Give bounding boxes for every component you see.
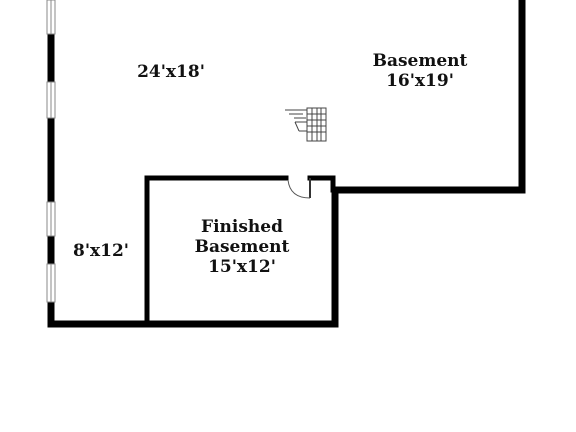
room-finished-basement-name-line2: Basement [195, 237, 290, 257]
room-basement-dimensions: 16'x19' [386, 71, 454, 91]
stairs-icon [285, 107, 327, 142]
exterior-walls [47, 0, 526, 328]
window-icon [46, 0, 56, 35]
room-24x18-dimensions: 24'x18' [137, 62, 205, 82]
window-icon [46, 263, 56, 303]
door-icon [287, 178, 311, 199]
room-basement-name: Basement [373, 51, 468, 71]
interior-walls [144, 175, 336, 325]
window-icon [46, 81, 56, 119]
room-finished-basement-dimensions: 15'x12' [208, 257, 276, 277]
room-8x12-dimensions: 8'x12' [73, 241, 129, 261]
room-finished-basement-name-line1: Finished [201, 217, 283, 237]
window-icon [46, 201, 56, 237]
